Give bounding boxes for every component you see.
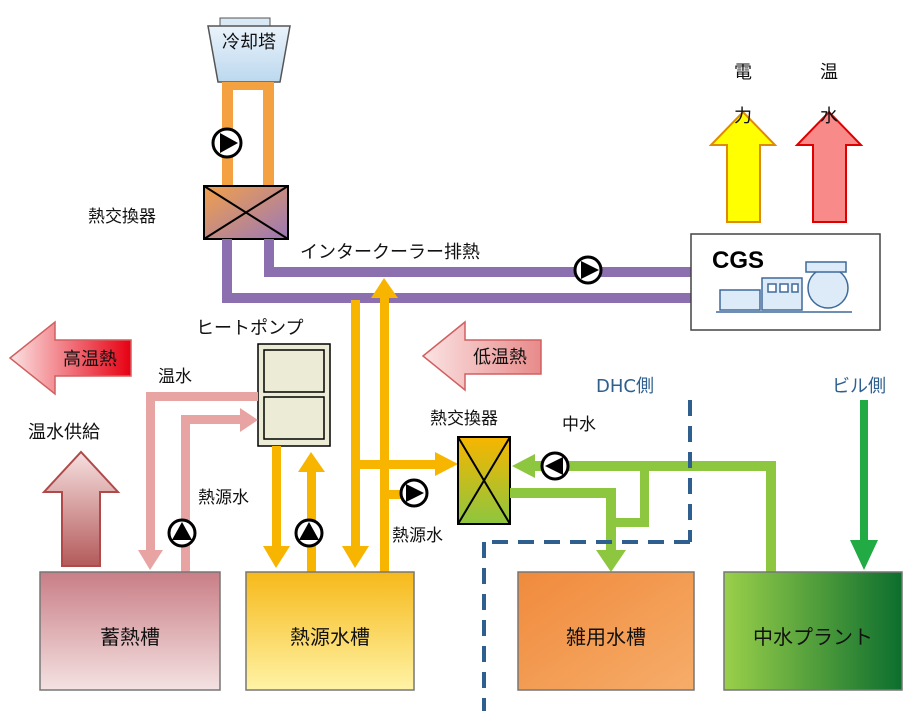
warm-water-supply-label: 温水供給 xyxy=(28,422,100,443)
high-temp-heat-label: 高温熱 xyxy=(63,349,117,370)
pump-icon xyxy=(573,255,603,285)
generator-icon xyxy=(716,261,852,313)
misc-water-tank: 雑用水槽 xyxy=(517,571,695,691)
warm-water-label: 温水 xyxy=(158,367,192,387)
warm-water-pipes xyxy=(138,392,258,575)
dhc-side-label: DHC側 xyxy=(596,376,654,397)
power-arrow xyxy=(708,110,778,223)
cooling-tower-label: 冷却塔 xyxy=(222,32,276,53)
dhc-boundary xyxy=(482,400,692,711)
cgs-label: CGS xyxy=(712,247,764,274)
hx-top-label: 熱交換器 xyxy=(88,207,156,227)
hx-mid-label: 熱交換器 xyxy=(430,409,498,429)
heat-source-tank-label: 熱源水槽 xyxy=(290,625,370,649)
low-temp-heat-arrow: 低温熱 xyxy=(421,320,542,392)
gray-water-plant: 中水プラント xyxy=(723,571,903,691)
gray-water-label: 中水 xyxy=(562,415,596,435)
heat-source-water-left-label: 熱源水 xyxy=(198,488,249,508)
power-label-2: 力 xyxy=(734,106,752,127)
hot-water-label-1: 温 xyxy=(820,62,838,83)
hot-water-label-2: 水 xyxy=(820,106,838,127)
building-side-label: ビル側 xyxy=(832,376,886,397)
heat-exchanger-mid xyxy=(457,436,511,525)
high-temp-heat-arrow: 高温熱 xyxy=(8,320,132,396)
misc-water-tank-label: 雑用水槽 xyxy=(566,625,646,649)
cgs-unit: CGS xyxy=(690,233,881,331)
power-label-1: 電 xyxy=(734,62,752,83)
gray-water-pipes xyxy=(510,454,776,574)
pump-icon xyxy=(211,127,243,159)
pump-icon xyxy=(167,518,197,548)
gray-water-plant-label: 中水プラント xyxy=(753,625,873,649)
pump-icon xyxy=(294,518,324,548)
pump-icon xyxy=(540,451,570,481)
heat-source-water-mid-label: 熱源水 xyxy=(392,526,443,546)
heat-pump xyxy=(257,343,331,447)
storage-tank-label: 蓄熱槽 xyxy=(100,625,160,649)
intercooler-pipes xyxy=(222,239,692,303)
warm-water-supply-arrow xyxy=(41,450,121,567)
heat-pump-label: ヒートポンプ xyxy=(196,318,303,339)
storage-tank: 蓄熱槽 xyxy=(39,571,221,691)
low-temp-heat-label: 低温熱 xyxy=(473,347,527,368)
cooling-tower: 冷却塔 xyxy=(207,17,291,83)
heat-exchanger-top xyxy=(203,185,289,240)
intercooler-label: インタークーラー排熱 xyxy=(300,242,480,263)
hot-water-arrow xyxy=(794,110,864,223)
building-supply-arrow xyxy=(850,400,878,570)
pump-icon xyxy=(399,478,429,508)
heat-source-tank: 熱源水槽 xyxy=(245,571,415,691)
